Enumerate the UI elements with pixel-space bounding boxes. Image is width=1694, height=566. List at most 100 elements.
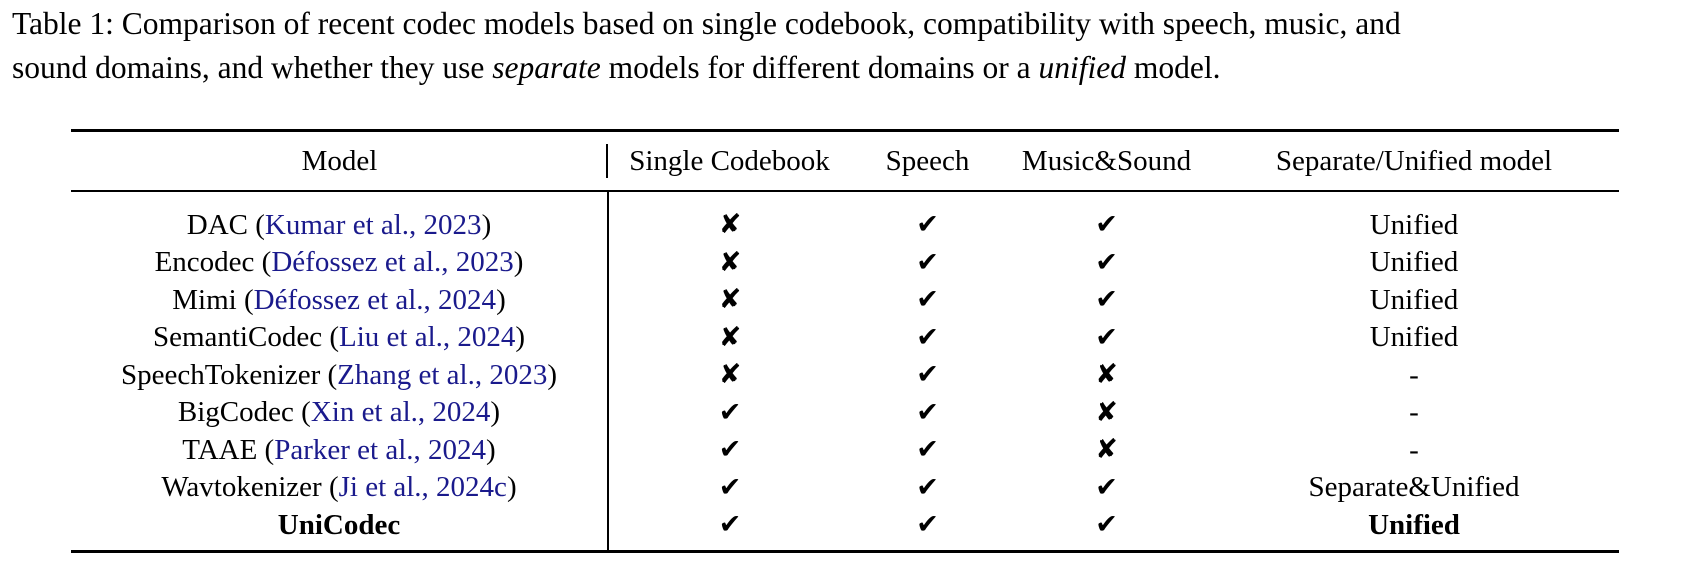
citation-link[interactable]: Kumar et al., 2023: [264, 208, 482, 241]
model-name: TAAE: [182, 433, 258, 466]
model-cell: SemantiCodec (Liu et al., 2024): [71, 318, 609, 356]
model-name: SemantiCodec: [152, 321, 323, 353]
citation-link[interactable]: Zhang et al., 2023: [337, 358, 548, 391]
checkmark-icon: ✔: [718, 509, 742, 540]
cross-icon: ✘: [1095, 434, 1118, 465]
model-cell: TAAE (Parker et al., 2024): [71, 431, 609, 469]
model-cell: Wavtokenizer (Ji et al., 2024c): [71, 468, 609, 506]
model-name: DAC: [186, 208, 248, 241]
model-name: Wavtokenizer: [161, 471, 322, 503]
music-sound-mark-cell: ✔: [1004, 281, 1209, 319]
caption-text: sound domains, and whether they use: [12, 50, 493, 85]
checkmark-icon: ✔: [916, 209, 939, 240]
separate-unified-value: Unified: [1369, 321, 1459, 353]
table-row: BigCodec (Xin et al., 2024) ✔ ✔ ✘ -: [71, 393, 1619, 432]
single-codebook-mark-cell: ✘: [608, 191, 851, 244]
speech-mark-cell: ✔: [851, 191, 1004, 244]
checkmark-icon: ✔: [718, 434, 742, 465]
comparison-table-container: Model Single Codebook Speech Music&Sound…: [71, 129, 1619, 553]
comparison-table: Model Single Codebook Speech Music&Sound…: [71, 129, 1619, 553]
header-music-sound: Music&Sound: [1004, 129, 1209, 192]
table-row: TAAE (Parker et al., 2024) ✔ ✔ ✘ -: [71, 431, 1619, 469]
model-name: Mimi: [172, 283, 237, 316]
music-sound-mark-cell: ✔: [1004, 506, 1209, 551]
header-row: Model Single Codebook Speech Music&Sound…: [71, 129, 1619, 192]
separate-unified-value: -: [1409, 358, 1419, 391]
separate-unified-cell: -: [1209, 394, 1619, 432]
checkmark-icon: ✔: [916, 359, 939, 390]
checkmark-icon: ✔: [916, 471, 939, 503]
table-header: Model Single Codebook Speech Music&Sound…: [71, 129, 1619, 192]
header-separate-unified: Separate/Unified model: [1209, 129, 1619, 192]
music-sound-mark-cell: ✘: [1004, 431, 1209, 469]
checkmark-icon: ✔: [718, 471, 742, 503]
model-cell: Mimi (Défossez et al., 2024): [71, 281, 609, 319]
speech-mark-cell: ✔: [851, 319, 1004, 357]
speech-mark-cell: ✔: [851, 506, 1004, 551]
table-row: SpeechTokenizer (Zhang et al., 2023)✘✔✘-: [71, 356, 1619, 394]
model-cell: DAC (Kumar et al., 2023): [71, 191, 609, 244]
music-sound-mark-cell: ✘: [1004, 394, 1209, 432]
model-cell: BigCodec (Xin et al., 2024): [71, 393, 609, 431]
caption-line-2: sound domains, and whether they use sepa…: [12, 46, 1687, 90]
citation-link[interactable]: Ji et al., 2024c: [338, 471, 507, 503]
caption-text: model.: [1125, 50, 1221, 85]
checkmark-icon: ✔: [1095, 321, 1118, 353]
checkmark-icon: ✔: [916, 509, 939, 540]
checkmark-icon: ✔: [1095, 509, 1118, 540]
separate-unified-value: Separate&Unified: [1308, 471, 1520, 503]
separate-unified-cell: -: [1209, 356, 1619, 394]
separate-unified-value: Unified: [1369, 246, 1459, 278]
table-row: UniCodec ✔ ✔ ✔ Unified: [71, 506, 1619, 551]
table-row: SemantiCodec (Liu et al., 2024)✘✔✔Unifie…: [71, 318, 1619, 357]
separate-unified-cell: -: [1209, 431, 1619, 469]
model-cell: SpeechTokenizer (Zhang et al., 2023): [71, 356, 609, 394]
caption-text: models for different domains or a: [600, 50, 1039, 85]
citation-link[interactable]: Défossez et al., 2023: [271, 246, 514, 278]
music-sound-mark-cell: ✘: [1004, 356, 1209, 394]
separate-unified-cell: Separate&Unified: [1209, 469, 1619, 507]
cross-icon: ✘: [718, 209, 742, 240]
speech-mark-cell: ✔: [851, 244, 1004, 282]
separate-unified-cell: Unified: [1209, 191, 1619, 244]
caption-emphasis: separate: [492, 50, 601, 85]
model-cell: Encodec (Défossez et al., 2023): [71, 243, 609, 281]
table-row: Wavtokenizer (Ji et al., 2024c) ✔ ✔ ✔ Separa…: [71, 468, 1619, 507]
music-sound-mark-cell: ✔: [1004, 469, 1209, 507]
speech-mark-cell: ✔: [851, 431, 1004, 469]
speech-mark-cell: ✔: [851, 394, 1004, 432]
model-name: SpeechTokenizer: [120, 358, 321, 391]
model-name: UniCodec: [277, 508, 401, 541]
single-codebook-mark-cell: ✔: [608, 431, 851, 469]
music-sound-mark-cell: ✔: [1004, 191, 1209, 244]
caption-line-1: Table 1: Comparison of recent codec mode…: [12, 6, 1401, 41]
checkmark-icon: ✔: [718, 396, 742, 428]
citation-link[interactable]: Défossez et al., 2024: [253, 283, 497, 316]
single-codebook-mark-cell: ✘: [608, 244, 851, 282]
table-row: Mimi (Défossez et al., 2024)✘✔✔Unified: [71, 281, 1619, 319]
separate-unified-cell: Unified: [1209, 244, 1619, 282]
cross-icon: ✘: [1095, 359, 1118, 390]
citation-link[interactable]: Liu et al., 2024: [339, 321, 516, 353]
single-codebook-mark-cell: ✔: [608, 469, 851, 507]
speech-mark-cell: ✔: [851, 281, 1004, 319]
single-codebook-mark-cell: ✘: [608, 281, 851, 319]
citation-link[interactable]: Parker et al., 2024: [274, 433, 487, 466]
citation-link[interactable]: Xin et al., 2024: [310, 396, 491, 428]
checkmark-icon: ✔: [916, 396, 939, 428]
checkmark-icon: ✔: [1095, 209, 1118, 240]
music-sound-mark-cell: ✔: [1004, 244, 1209, 282]
checkmark-icon: ✔: [916, 246, 939, 278]
checkmark-icon: ✔: [916, 284, 939, 315]
checkmark-icon: ✔: [1095, 246, 1118, 278]
separate-unified-cell: Unified: [1209, 506, 1619, 551]
header-speech: Speech: [851, 129, 1004, 192]
separate-unified-value: -: [1409, 396, 1419, 428]
cross-icon: ✘: [1095, 396, 1118, 428]
model-name: Encodec: [154, 246, 255, 278]
cross-icon: ✘: [718, 246, 742, 278]
caption-emphasis: unified: [1038, 50, 1126, 85]
table-row: Encodec (Défossez et al., 2023) ✘ ✔ ✔ Unifie…: [71, 243, 1619, 282]
header-single-codebook: Single Codebook: [608, 129, 851, 192]
